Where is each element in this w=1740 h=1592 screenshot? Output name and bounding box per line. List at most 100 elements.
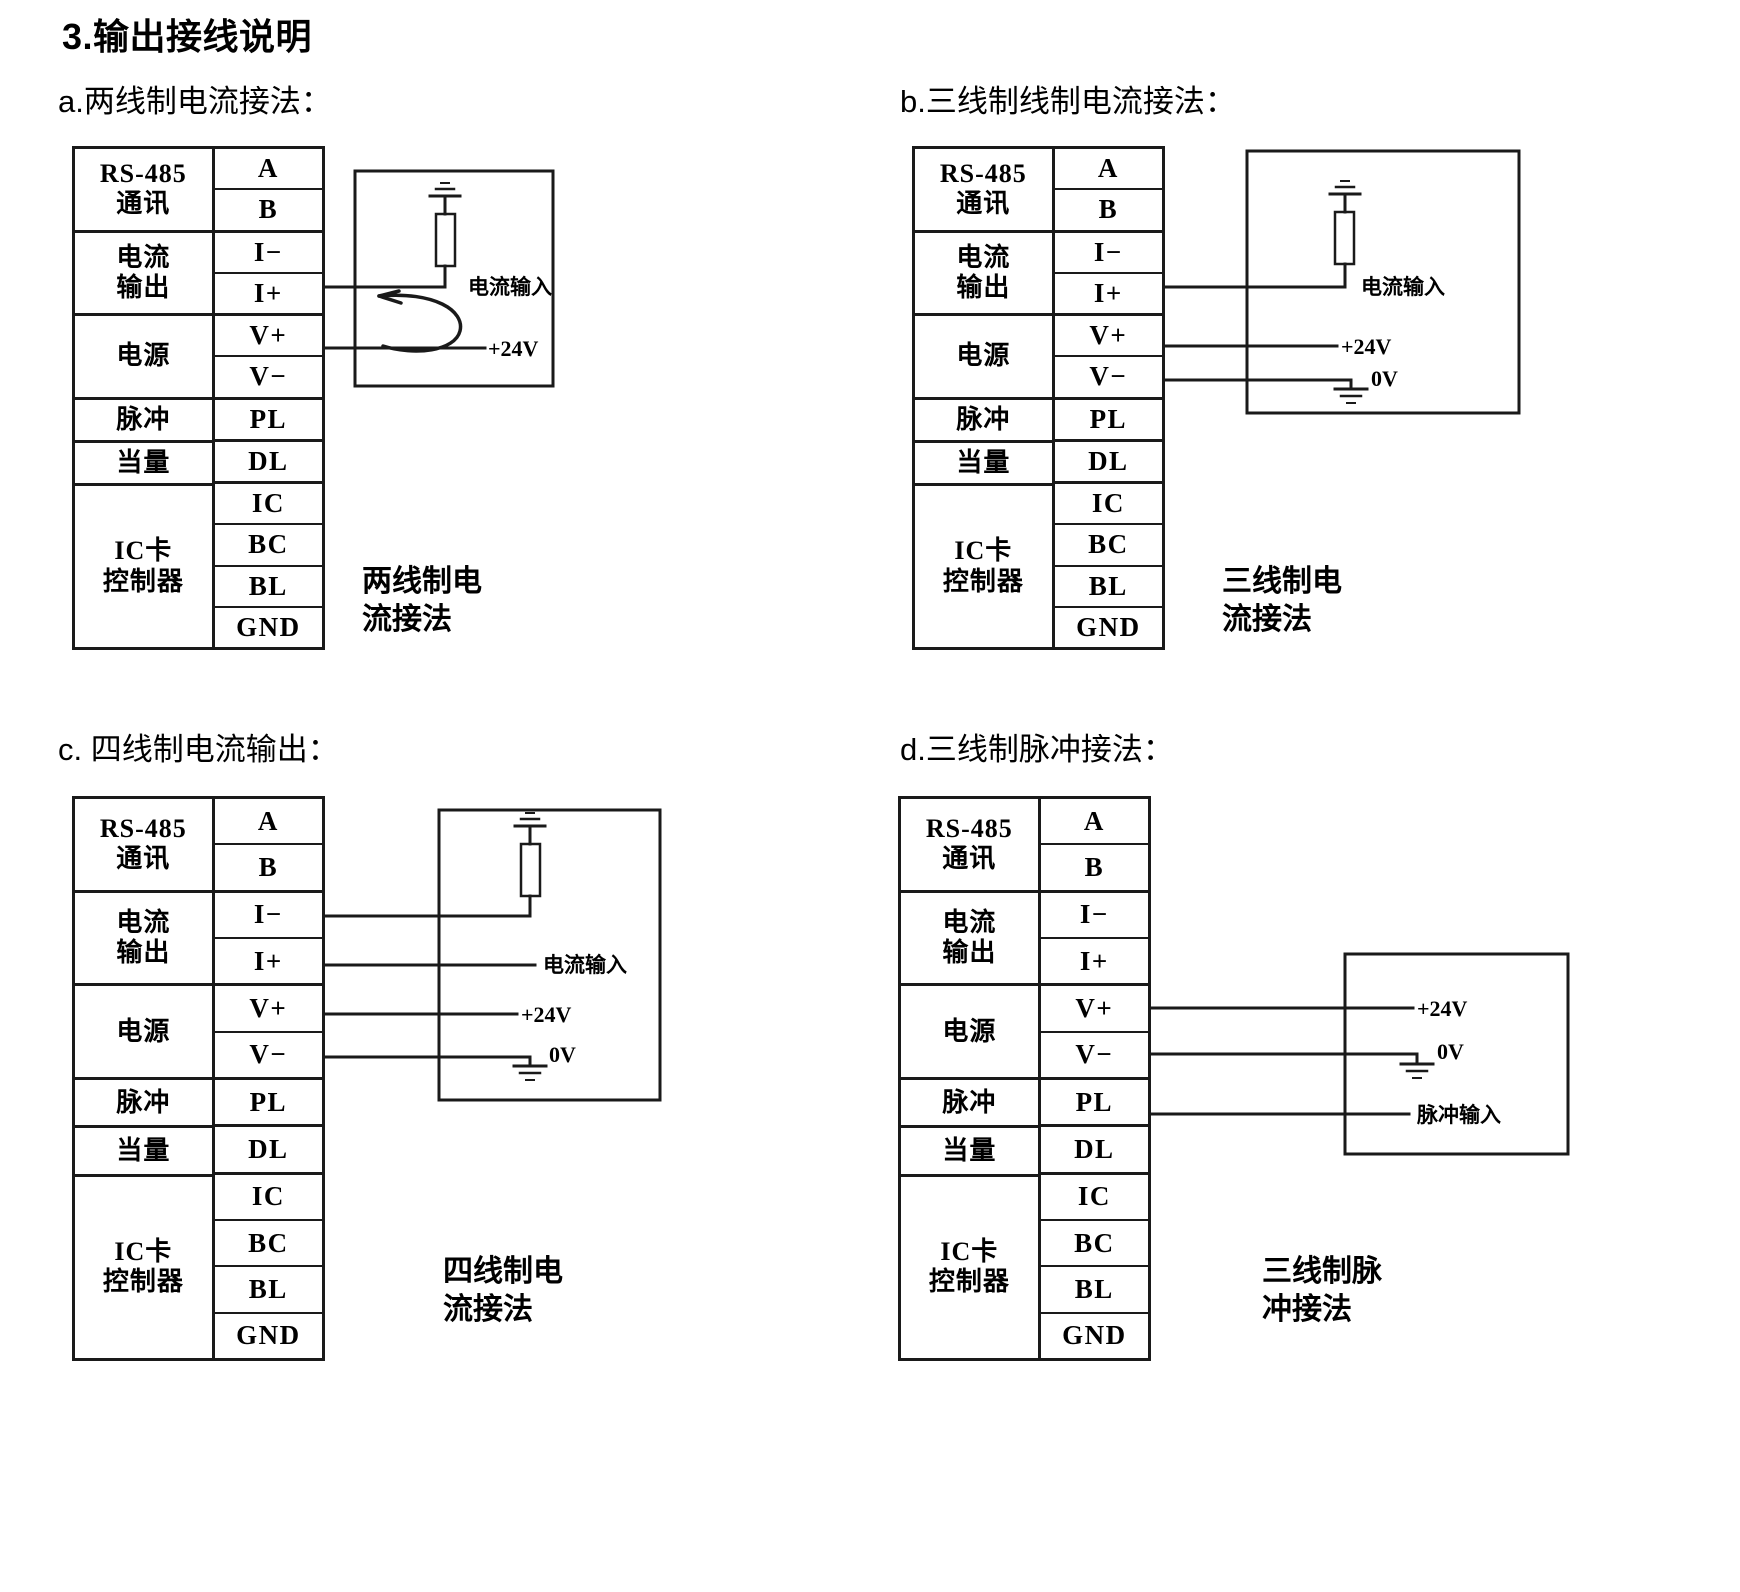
subtitle-c: c. 四线制电流输出：: [58, 732, 339, 767]
label-0v-d: 0V: [1437, 1039, 1464, 1064]
terminal-cell: A: [214, 799, 322, 846]
terminal-group-label: 电源: [75, 986, 212, 1081]
label-24v-d: +24V: [1417, 996, 1468, 1021]
label-current-input-b: 电流输入: [1361, 275, 1445, 299]
terminal-cell: V+: [1040, 986, 1148, 1033]
terminal-cell: DL: [214, 442, 322, 484]
terminal-cell: I+: [214, 939, 322, 987]
terminal-cell: I+: [1040, 939, 1148, 987]
terminal-group-label: 当量: [75, 1128, 212, 1177]
terminal-cell: BL: [1040, 1267, 1148, 1314]
label-current-input-a: 电流输入: [468, 275, 552, 299]
label-0v-b: 0V: [1371, 366, 1398, 391]
terminal-cell: IC: [214, 484, 322, 526]
terminal-group-label: 当量: [75, 443, 212, 486]
terminal-group-label: 当量: [901, 1128, 1038, 1177]
terminal-cell: IC: [1040, 1175, 1148, 1221]
terminal-cell: B: [1054, 190, 1162, 233]
terminal-cell: A: [1054, 149, 1162, 191]
terminal-cell: PL: [1040, 1080, 1148, 1128]
terminal-group-label: 电流输出: [75, 233, 212, 316]
terminal-group-label: 电源: [75, 316, 212, 400]
label-24v-a: +24V: [488, 336, 539, 361]
terminal-group-label: IC卡控制器: [928, 1237, 1010, 1297]
terminal-group-label: 电源: [901, 986, 1038, 1081]
terminal-cell: BC: [1040, 1221, 1148, 1268]
terminal-cell: V−: [1054, 357, 1162, 400]
terminal-cell: GND: [1062, 1320, 1127, 1351]
terminal-cell: BC: [1054, 525, 1162, 567]
terminal-group-label: 脉冲: [915, 400, 1052, 443]
terminal-group-label: 当量: [915, 443, 1052, 486]
wiring-diagram-b: 电流输入 +24V 0V: [1163, 146, 1585, 656]
wiring-diagram-d: +24V 0V 脉冲输入: [1149, 796, 1591, 1376]
terminal-cell: V−: [214, 1033, 322, 1080]
label-0v-c: 0V: [549, 1042, 576, 1067]
terminal-group-label: IC卡控制器: [942, 536, 1024, 596]
caption-c: 四线制电流接法: [443, 1255, 563, 1327]
terminal-cell: V−: [1040, 1033, 1148, 1080]
terminal-cell: PL: [214, 400, 322, 442]
terminal-group-label: 脉冲: [901, 1080, 1038, 1129]
terminal-cell: B: [1040, 845, 1148, 893]
terminal-cell: V+: [1054, 316, 1162, 358]
terminal-group-label: 脉冲: [75, 400, 212, 443]
terminal-cell: I−: [214, 233, 322, 274]
subtitle-b: b.三线制线制电流接法：: [900, 84, 1236, 119]
terminal-group-label: IC卡控制器: [102, 1237, 184, 1297]
terminal-cell: DL: [214, 1127, 322, 1175]
terminal-cell: A: [1040, 799, 1148, 846]
terminal-group-label: 脉冲: [75, 1080, 212, 1129]
terminal-cell: IC: [1054, 484, 1162, 526]
terminal-cell: GND: [236, 611, 301, 642]
label-current-input-c: 电流输入: [543, 953, 627, 977]
terminal-cell: BL: [214, 1267, 322, 1314]
wiring-diagram-a: 电流输入 +24V: [323, 146, 655, 656]
terminal-group-label: IC卡控制器: [102, 536, 184, 596]
terminal-cell: BC: [214, 1221, 322, 1268]
caption-b: 三线制电流接法: [1222, 565, 1342, 637]
terminal-group-label: 电流输出: [75, 893, 212, 987]
terminal-group-label: 电流输出: [901, 893, 1038, 987]
terminal-cell: BL: [1054, 567, 1162, 608]
wiring-diagram-c: 电流输入 +24V 0V: [323, 796, 725, 1376]
label-24v-c: +24V: [521, 1002, 572, 1027]
terminal-cell: B: [214, 190, 322, 233]
caption-d: 三线制脉冲接法: [1262, 1255, 1382, 1327]
terminal-cell: V+: [214, 316, 322, 358]
terminal-group-label: 电源: [915, 316, 1052, 400]
terminal-cell: I−: [214, 893, 322, 939]
terminal-cell: I−: [1040, 893, 1148, 939]
terminal-cell: I+: [214, 274, 322, 316]
terminal-cell: A: [214, 149, 322, 191]
terminal-cell: B: [214, 845, 322, 893]
terminal-cell: GND: [1076, 611, 1141, 642]
caption-a: 两线制电流接法: [362, 565, 482, 637]
terminal-cell: PL: [214, 1080, 322, 1128]
label-24v-b: +24V: [1341, 334, 1392, 359]
terminal-group-label: 电流输出: [915, 233, 1052, 316]
subtitle-a: a.两线制电流接法：: [58, 84, 332, 119]
terminal-cell: DL: [1054, 442, 1162, 484]
page-title: 3.输出接线说明: [62, 16, 313, 57]
terminal-cell: I−: [1054, 233, 1162, 274]
terminal-cell: IC: [214, 1175, 322, 1221]
subtitle-d: d.三线制脉冲接法：: [900, 732, 1174, 767]
terminal-cell: GND: [236, 1320, 301, 1351]
terminal-cell: V+: [214, 986, 322, 1033]
